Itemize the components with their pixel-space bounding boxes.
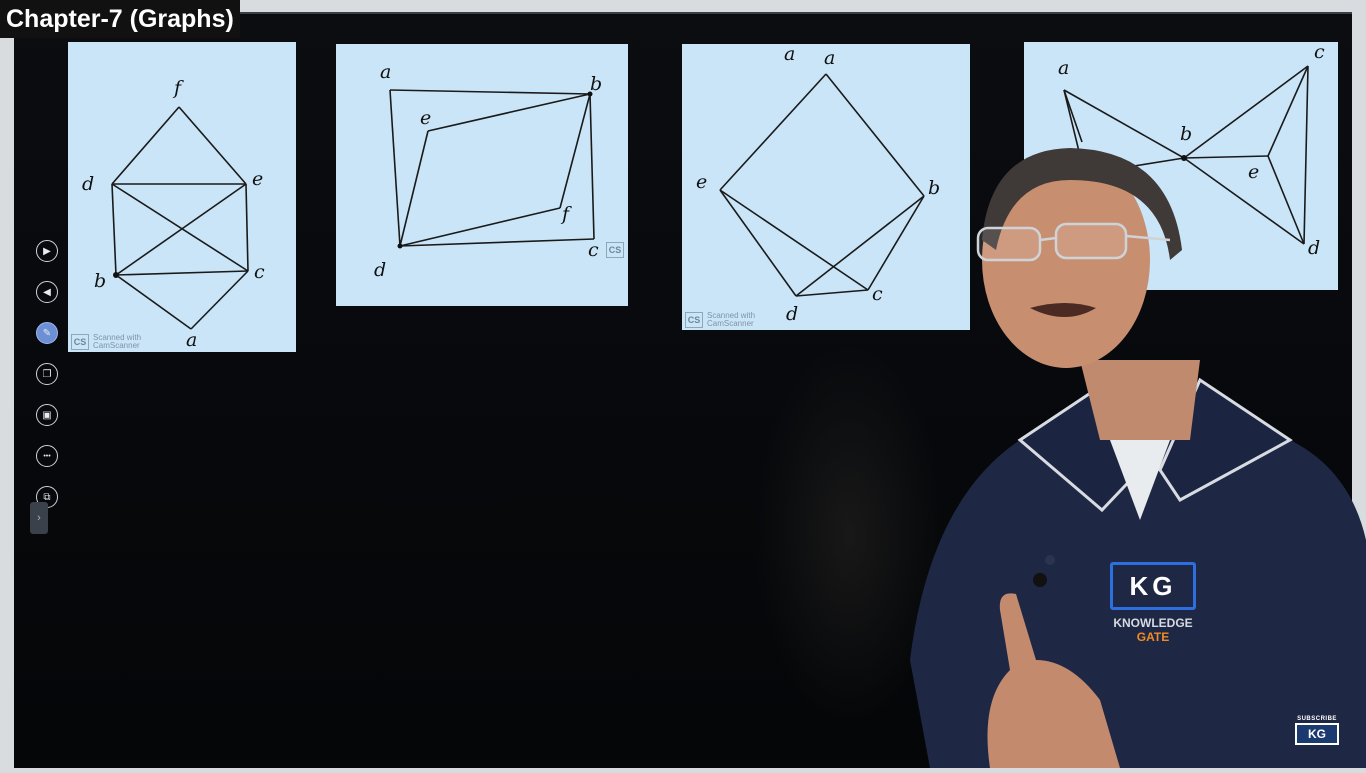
presenter: KG KNOWLEDGE GATE bbox=[870, 140, 1366, 768]
cs-text: CamScanner bbox=[707, 319, 754, 328]
vertex-label: b bbox=[1180, 123, 1192, 145]
subscribe-label: SUBSCRIBE bbox=[1297, 716, 1337, 722]
toolbar-expand-handle[interactable]: › bbox=[30, 502, 48, 534]
shirt-logo: KG KNOWLEDGE GATE bbox=[1106, 562, 1200, 644]
graph-4-drawing: a c b e d bbox=[1058, 42, 1325, 259]
kg-logo-line1: KNOWLEDGE bbox=[1113, 616, 1193, 630]
camscanner-watermark: CS Scanned with CamScanner bbox=[685, 312, 755, 328]
vertex-label: e bbox=[696, 171, 707, 193]
kg-logo-line2: GATE bbox=[1136, 630, 1170, 644]
screenshot-icon[interactable]: ▣ bbox=[36, 404, 58, 426]
vertex-label: a bbox=[824, 47, 835, 69]
vertex-label: b bbox=[590, 73, 602, 95]
vertex-label: e bbox=[252, 168, 263, 190]
vertex-label: c bbox=[254, 261, 265, 283]
vertex-label: a bbox=[380, 61, 391, 83]
graph-3-drawing: a a e b d c bbox=[696, 44, 940, 325]
previous-icon[interactable]: ◀ bbox=[36, 281, 58, 303]
vertex-label: d bbox=[1308, 237, 1320, 259]
kg-logo-badge: KG bbox=[1110, 562, 1196, 610]
vertex-label: c bbox=[1314, 42, 1325, 63]
vertex-label: a bbox=[1058, 57, 1069, 79]
vertex-label: a bbox=[784, 44, 795, 65]
vertex-label: d bbox=[374, 259, 386, 281]
graph-sheet-1: f d e b c a CS Scanned with CamScanner bbox=[68, 42, 296, 352]
pen-icon[interactable]: ✎ bbox=[36, 322, 58, 344]
cs-text: CamScanner bbox=[93, 341, 140, 350]
graph-sheet-3: a a e b d c CS Scanned with CamScanner bbox=[682, 44, 970, 330]
video-title: Chapter-7 (Graphs) bbox=[0, 0, 240, 38]
graph-1-drawing: f d e b c a bbox=[82, 77, 265, 351]
cs-text: Scanned with bbox=[707, 311, 756, 320]
vertex-label: a bbox=[186, 329, 197, 351]
graph-sheet-2: a b e f c d CS bbox=[336, 44, 628, 306]
vertex-label: f bbox=[172, 77, 184, 99]
vertex-label: f bbox=[560, 203, 572, 225]
board-toolbar: ▶ ◀ ✎ ❐ ▣ ••• ⧉ bbox=[36, 240, 62, 527]
cs-badge: CS bbox=[685, 312, 703, 328]
vertex-label: d bbox=[786, 303, 798, 325]
copy-icon[interactable]: ❐ bbox=[36, 363, 58, 385]
camscanner-watermark: CS bbox=[606, 242, 624, 258]
next-icon[interactable]: ▶ bbox=[36, 240, 58, 262]
vertex-label: c bbox=[588, 239, 599, 261]
subscribe-watermark[interactable]: SUBSCRIBE KG bbox=[1292, 716, 1342, 745]
subscribe-logo: KG bbox=[1295, 723, 1339, 745]
graph-2-drawing: a b e f c d bbox=[374, 61, 602, 281]
vertex-label: c bbox=[872, 283, 883, 305]
vertex-label: e bbox=[420, 107, 431, 129]
camscanner-watermark: CS Scanned with CamScanner bbox=[71, 334, 141, 350]
vertex-label: b bbox=[928, 177, 940, 199]
vertex-label: e bbox=[1248, 161, 1259, 183]
vertex-label: d bbox=[82, 173, 94, 195]
cs-badge: CS bbox=[71, 334, 89, 350]
more-icon[interactable]: ••• bbox=[36, 445, 58, 467]
vertex-label: b bbox=[94, 270, 106, 292]
cs-text: Scanned with bbox=[93, 333, 142, 342]
presenter-figure bbox=[910, 148, 1366, 768]
cs-badge: CS bbox=[606, 242, 624, 258]
